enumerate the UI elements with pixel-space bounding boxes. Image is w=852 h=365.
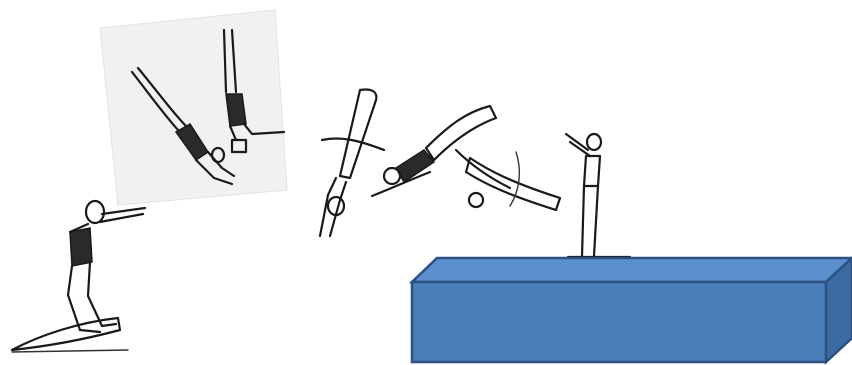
- inset-dive-figure: [130, 66, 236, 186]
- inset-panel: [99, 9, 288, 206]
- tuck-figure-3: [454, 148, 562, 212]
- landing-box: [408, 256, 852, 365]
- landing-figure: [564, 132, 632, 259]
- takeoff-figure: [66, 199, 147, 334]
- inset-vertical-figure: [222, 28, 286, 154]
- box-top-face: [408, 256, 852, 284]
- tuck-figure-1: [318, 88, 386, 238]
- springboard: [10, 316, 129, 353]
- tuck-figure-2: [370, 104, 498, 198]
- box-front-face: [410, 280, 828, 364]
